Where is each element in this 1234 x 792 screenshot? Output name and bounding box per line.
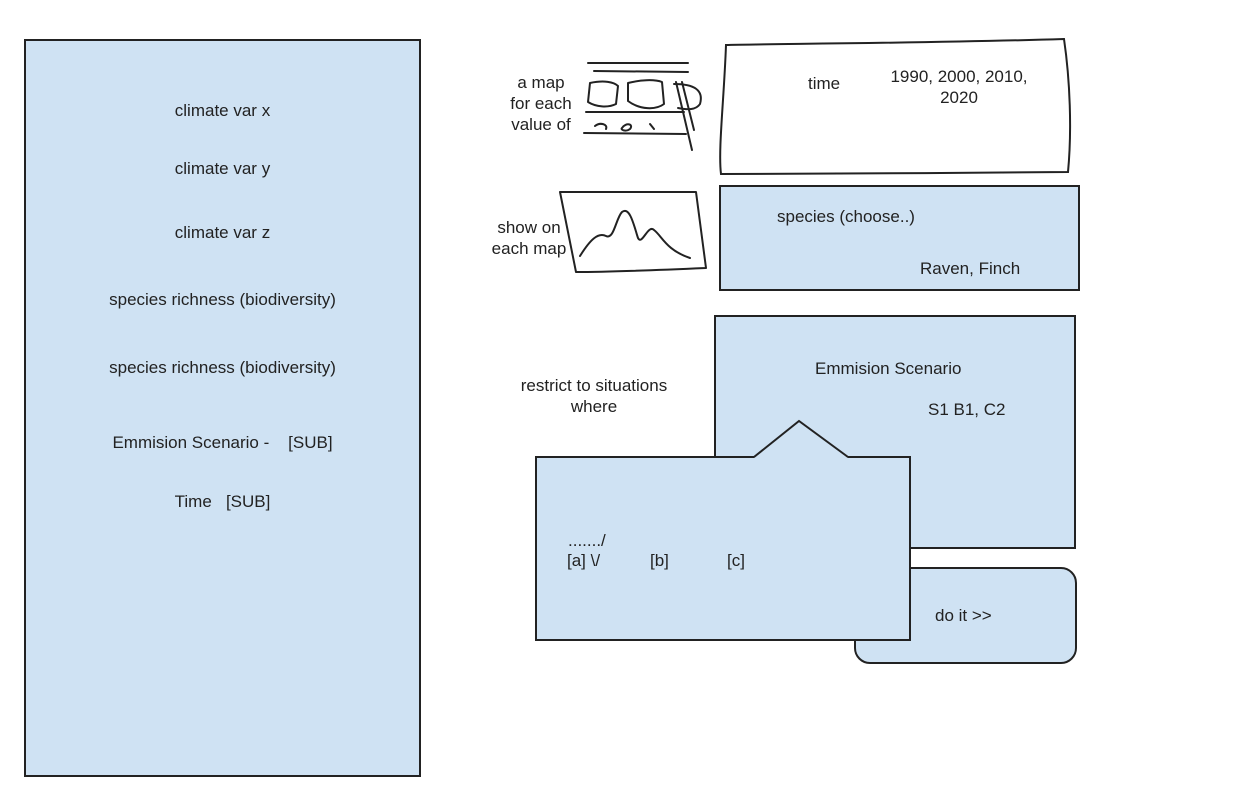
restrict-option-c[interactable]: [c] [727, 551, 745, 570]
emission-panel-values: S1 B1, C2 [928, 400, 1006, 419]
variable-item-climate-z[interactable]: climate var z [174, 223, 271, 242]
time-panel-values: 1990, 2000, 2010, 2020 [874, 66, 1044, 108]
restrict-dots: ......./ [568, 531, 606, 550]
restrict-panel[interactable]: ......./ [a] \/ [b] [c] [535, 456, 911, 641]
show-note-line-2: each map [491, 239, 567, 258]
restrict-note-line-1: restrict to situations [520, 376, 668, 395]
do-it-button-label: do it >> [935, 606, 992, 625]
species-panel[interactable]: species (choose..) Raven, Finch [719, 185, 1080, 291]
variable-item-climate-y[interactable]: climate var y [174, 159, 271, 178]
variable-item-species-richness-2[interactable]: species richness (biodiversity) [109, 358, 336, 377]
emission-panel-label: Emmision Scenario [815, 359, 962, 378]
variable-list-panel: climate var x climate var y climate var … [24, 39, 421, 777]
show-note: show on each map [486, 217, 572, 259]
restrict-note-line-2: where [570, 397, 618, 416]
map-note-line-2: for each [510, 94, 572, 113]
time-values-line-1: 1990, 2000, 2010, [890, 67, 1028, 86]
time-panel-label: time [808, 74, 841, 93]
time-values-line-2: 2020 [940, 88, 978, 107]
restrict-option-b[interactable]: [b] [650, 551, 669, 570]
time-panel[interactable]: time 1990, 2000, 2010, 2020 [722, 42, 1070, 174]
species-panel-values: Raven, Finch [920, 259, 1021, 278]
variable-item-time[interactable]: Time [SUB] [174, 492, 271, 511]
variable-item-emission-scenario[interactable]: Emmision Scenario - [SUB] [112, 433, 333, 452]
map-note-line-3: value of [511, 115, 571, 134]
map-note: a map for each value of [500, 72, 582, 135]
variable-item-species-richness-1[interactable]: species richness (biodiversity) [109, 290, 336, 309]
species-panel-label: species (choose..) [777, 207, 915, 226]
variable-item-climate-x[interactable]: climate var x [174, 101, 271, 120]
restrict-option-a[interactable]: [a] \/ [567, 551, 601, 570]
restrict-note: restrict to situations where [506, 375, 682, 417]
map-note-line-1: a map [517, 73, 565, 92]
show-note-line-1: show on [497, 218, 561, 237]
